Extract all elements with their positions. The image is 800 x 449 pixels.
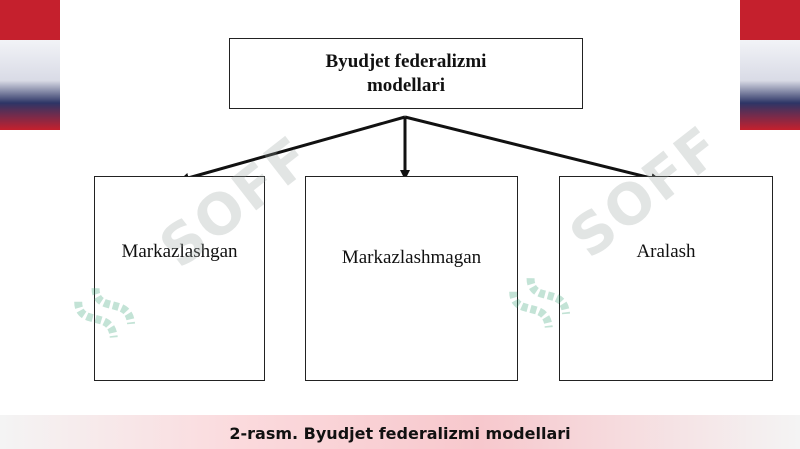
node-aralash: Aralash <box>559 176 773 381</box>
figure-caption: 2-rasm. Byudjet federalizmi modellari <box>229 424 571 443</box>
root-node-line1: Byudjet federalizmi <box>325 50 487 72</box>
background-band <box>0 40 60 130</box>
background-band <box>740 40 800 130</box>
arrow-to-markazlashgan <box>179 115 406 183</box>
node-label: Aralash <box>636 241 696 262</box>
watermark-logo-icon <box>74 288 136 338</box>
root-node-line2: modellari <box>366 74 446 96</box>
arrow-to-aralash <box>404 115 661 183</box>
background-band <box>740 0 800 40</box>
background-band <box>0 415 800 449</box>
background-band <box>0 0 60 40</box>
watermark-logo-icon <box>509 278 571 328</box>
node-label: Markazlashmagan <box>341 247 482 268</box>
node-markazlashmagan: Markazlashmagan <box>305 176 518 381</box>
root-node: Byudjet federalizmi modellari <box>229 38 583 109</box>
node-label: Markazlashgan <box>121 241 238 262</box>
node-markazlashgan: Markazlashgan <box>94 176 265 381</box>
